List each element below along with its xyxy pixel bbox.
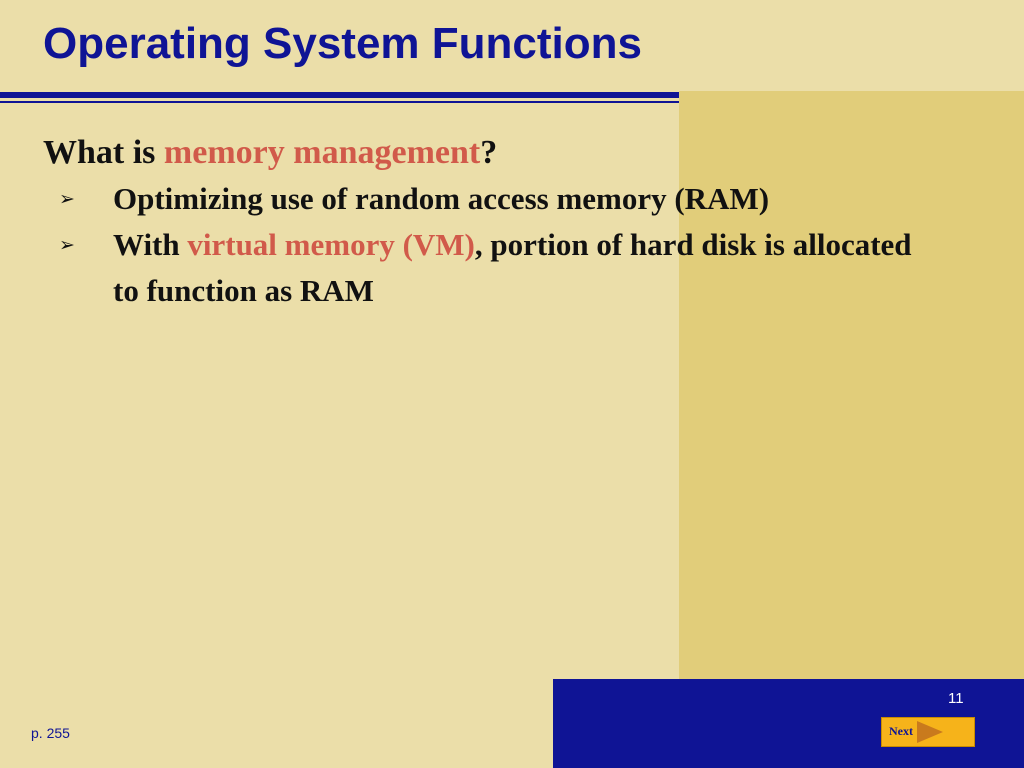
slide-title: Operating System Functions [43, 19, 642, 68]
slide-number: 11 [948, 690, 964, 707]
right-arrow-icon [917, 721, 943, 743]
bullet-suffix: , portion of hard disk is allocated to f… [113, 227, 912, 308]
right-decorative-panel [679, 91, 1024, 679]
question-text: What is memory management? [43, 130, 943, 176]
arrow-bullet-icon: ➢ [59, 234, 75, 256]
title-underline-thin [0, 101, 679, 103]
bullet-text: Optimizing use of random access memory (… [113, 181, 770, 216]
bullet-highlight: virtual memory (VM) [187, 227, 475, 262]
slide-content: What is memory management? ➢ Optimizing … [43, 130, 943, 314]
arrow-bullet-icon: ➢ [59, 188, 75, 210]
page-reference: p. 255 [31, 725, 70, 741]
question-highlight: memory management [163, 134, 481, 171]
next-button[interactable]: Next [881, 717, 975, 747]
bullet-item: ➢ With virtual memory (VM), portion of h… [43, 222, 943, 314]
question-suffix: ? [480, 134, 498, 171]
next-button-label: Next [889, 724, 913, 738]
bullet-prefix: With [113, 227, 188, 262]
title-underline-thick [0, 92, 679, 98]
question-prefix: What is [43, 134, 164, 171]
bullet-item: ➢ Optimizing use of random access memory… [43, 176, 943, 222]
